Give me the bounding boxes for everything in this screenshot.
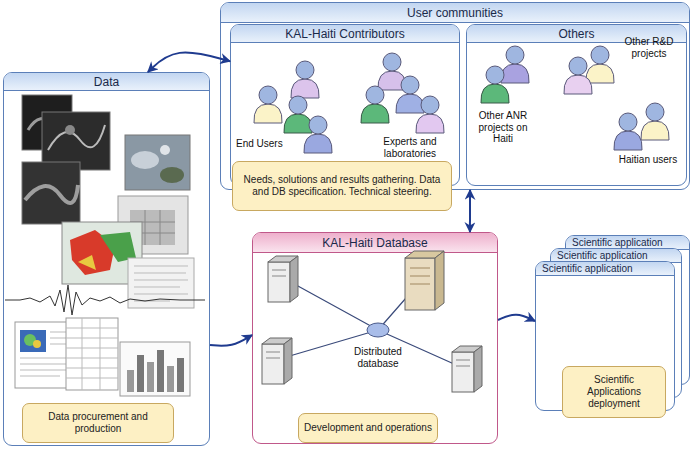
connector-arrow: [498, 315, 535, 321]
note-text: Development and operations: [304, 422, 432, 434]
connector-arrow: [210, 335, 252, 346]
header-band: Scientific application: [536, 262, 674, 276]
header-title: KAL-Haiti Database: [322, 236, 427, 250]
header-title: Scientific application: [557, 250, 648, 261]
icon-label: Distributed database: [343, 346, 413, 369]
header-title: Scientific application: [542, 263, 633, 274]
group-box: KAL-Haiti ContributorsNeeds, solutions a…: [230, 24, 460, 186]
header-band: KAL-Haiti Contributors: [231, 25, 459, 43]
note-text: Needs, solutions and results gathering. …: [238, 174, 446, 198]
header-band: User communities: [221, 3, 689, 23]
database-box: KAL-Haiti DatabaseDevelopment and operat…: [252, 232, 498, 444]
header-band: KAL-Haiti Database: [253, 233, 497, 253]
note-text: Data procurement and production: [28, 411, 168, 435]
header-title: KAL-Haiti Contributors: [285, 27, 404, 41]
icon-label: End Users: [236, 138, 296, 150]
header-title: Others: [558, 27, 594, 41]
header-title: User communities: [407, 6, 503, 20]
icon-label: Haitian users: [608, 154, 688, 166]
header-title: Scientific application: [572, 237, 663, 248]
icon-label: Other R&D projects: [616, 36, 682, 59]
note-box: Data procurement and production: [22, 403, 174, 443]
icon-label: Other ANR projects on Haiti: [470, 110, 536, 145]
header-band: Data: [4, 73, 209, 91]
note-text: Scientific Applications deployment: [568, 374, 660, 410]
connector-arrow: [469, 190, 471, 232]
connector-arrow: [148, 53, 230, 72]
note-box: Scientific Applications deployment: [562, 366, 666, 418]
note-box: Development and operations: [298, 413, 438, 443]
header-title: Data: [94, 75, 119, 89]
group-box: DataData procurement and production: [3, 72, 210, 446]
icon-label: Experts and laboratories: [372, 136, 448, 159]
note-box: Needs, solutions and results gathering. …: [232, 161, 452, 211]
application-box: Scientific applicationScientific Applica…: [535, 261, 675, 411]
